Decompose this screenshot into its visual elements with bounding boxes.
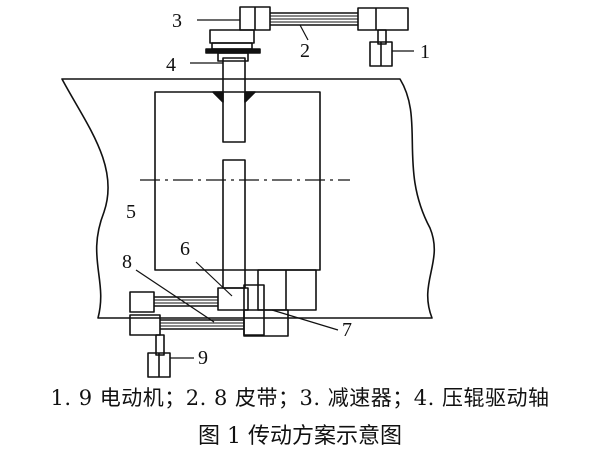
leader-2 — [299, 24, 309, 41]
gearbox-7-lower — [243, 309, 289, 337]
motor-1-shaft — [377, 29, 387, 45]
roller-block — [154, 91, 321, 271]
figure-legend: 1. 9 电动机；2. 8 皮带；3. 减速器；4. 压辊驱动轴 — [50, 386, 550, 410]
shaft-bottom-coupling — [217, 287, 249, 311]
belt-8-upper-pulley — [129, 291, 155, 313]
machine-frame — [61, 78, 435, 319]
leader-6 — [195, 261, 233, 297]
label-2: 2 — [300, 40, 310, 62]
label-5: 5 — [126, 201, 136, 223]
label-4: 4 — [166, 54, 176, 76]
shaft-flange-lower — [211, 42, 253, 50]
drive-shaft-lower — [222, 159, 246, 289]
leader-7 — [271, 309, 339, 331]
label-9: 9 — [198, 347, 208, 369]
label-7: 7 — [342, 319, 352, 341]
figure-title: 图 1 传动方案示意图 — [198, 424, 402, 449]
label-3: 3 — [172, 10, 182, 32]
label-8: 8 — [122, 251, 132, 273]
label-1: 1 — [420, 41, 430, 63]
motor-1-pulley — [357, 7, 409, 31]
drive-shaft-upper — [222, 57, 246, 143]
label-6: 6 — [180, 238, 190, 260]
shaft-weld-right — [244, 91, 256, 103]
gearbox-7-right — [257, 269, 317, 311]
leader-8 — [135, 269, 215, 323]
belt-8-lower-pulley — [129, 314, 161, 336]
motor-9-shaft — [155, 334, 165, 356]
shaft-weld-left — [212, 91, 224, 103]
shaft-flange-upper — [209, 29, 255, 44]
shaft-flange-hub — [217, 52, 249, 62]
